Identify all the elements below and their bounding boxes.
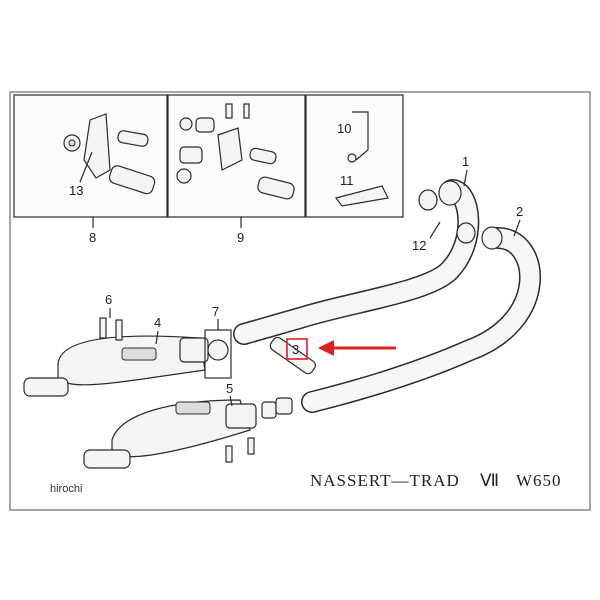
connector-3	[269, 336, 316, 375]
inset-box-8	[13, 94, 168, 228]
muffler-lower	[83, 399, 257, 469]
clamp-7	[204, 329, 232, 379]
gasket	[418, 189, 438, 211]
callout-9: 9	[237, 230, 244, 245]
callout-11: 11	[340, 173, 354, 188]
inset-box-9	[167, 94, 306, 228]
gasket	[456, 222, 476, 244]
exhaust-pipe-lower	[301, 227, 541, 413]
callout-5: 5	[226, 381, 233, 396]
callout-4: 4	[154, 315, 161, 330]
red-arrow-icon	[318, 340, 396, 356]
exhaust-pipe-upper	[233, 179, 480, 345]
callout-1: 1	[462, 154, 469, 169]
callout-3-box	[286, 338, 308, 360]
callout-12: 12	[412, 238, 426, 253]
bolts-6	[99, 317, 123, 341]
watermark: hirochi	[50, 483, 83, 495]
gasket	[438, 180, 462, 206]
gasket	[481, 226, 503, 250]
diagram-roman-numeral: Ⅶ	[480, 471, 500, 490]
callout-7: 7	[212, 304, 219, 319]
callout-8: 8	[89, 230, 96, 245]
diagram-model: W650	[516, 471, 562, 490]
callout-2: 2	[516, 204, 523, 219]
callout-6: 6	[105, 292, 112, 307]
callout-13: 13	[69, 183, 83, 198]
inset-box-10-11	[305, 94, 404, 218]
callout-3: 3	[292, 342, 299, 357]
diagram-title: NASSERT—TRAD	[310, 471, 460, 490]
bolts-5	[225, 397, 293, 463]
callout-10: 10	[337, 121, 351, 136]
